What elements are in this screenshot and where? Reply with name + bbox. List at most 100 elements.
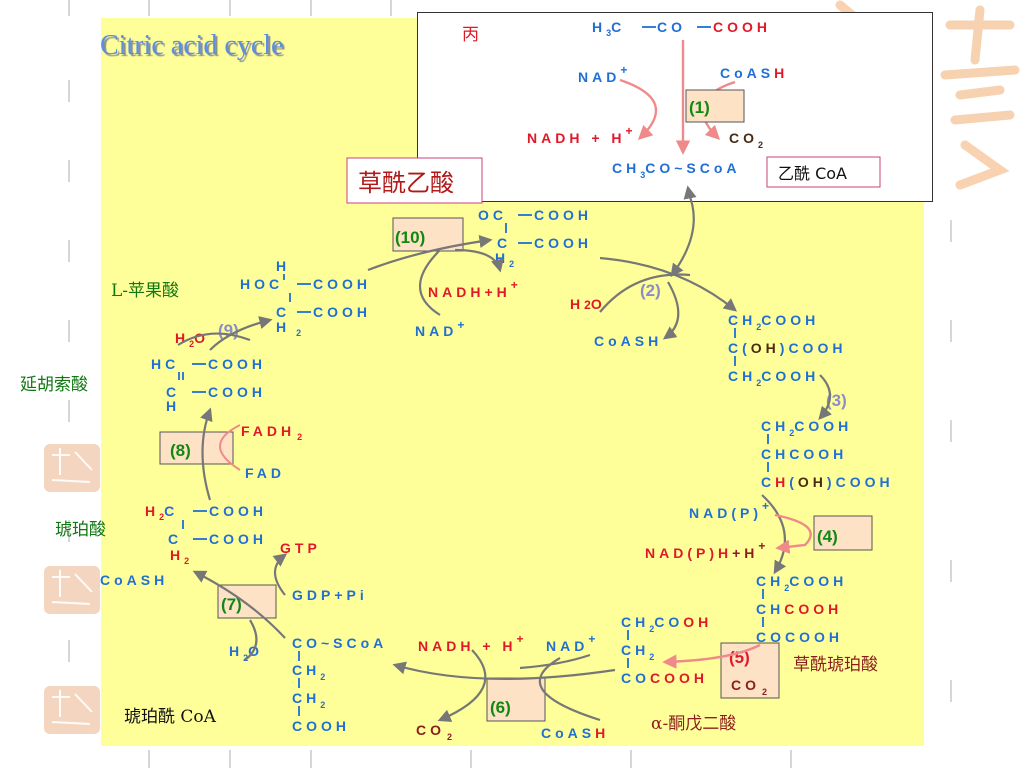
bg-dash	[310, 0, 312, 16]
arrow-fad-fadh2	[219, 424, 241, 471]
h2o-step9: H2O	[175, 330, 209, 349]
bg-dash	[470, 750, 472, 768]
acetyl-coa-formula: CH3CO~SCoA	[612, 160, 741, 180]
arrow-oaa-to-citrate	[599, 256, 738, 312]
fumarate-line2-cooh: COOH	[208, 384, 266, 400]
pyruvate-cooh: COOH	[713, 19, 771, 35]
bg-dash	[148, 0, 150, 16]
bg-dash	[950, 680, 952, 702]
nadh-step6: NADH + H+	[418, 632, 524, 654]
coash-step6: CoASH	[541, 725, 609, 741]
bg-dash	[148, 750, 150, 768]
arrow-h2o-in-7	[244, 619, 258, 661]
fumarate-line2: C	[166, 384, 180, 400]
malate-label: L-苹果酸	[111, 281, 179, 301]
bg-dash	[229, 750, 231, 768]
bg-dash	[68, 320, 70, 342]
bg-dash	[390, 0, 392, 16]
fad: FAD	[245, 465, 285, 481]
citrate-line2: C(OH)COOH	[728, 340, 846, 356]
acetyl-coa-label: 乙酰 CoA	[778, 164, 847, 183]
akg-label: α-酮戊二酸	[651, 714, 736, 734]
arrow-fumarate-to-malate	[209, 316, 273, 351]
oaa-line1-cooh: COOH	[534, 207, 592, 223]
step-box-5	[720, 642, 780, 699]
arrow-gtp-out	[272, 553, 288, 596]
coash-top: CoASH	[720, 65, 788, 81]
co2-top: CO2	[729, 130, 763, 150]
step-8-label: (8)	[170, 441, 191, 460]
oxalosuccinate-label: 草酰琥珀酸	[793, 655, 878, 675]
arrow-nadp-to-nadph	[774, 513, 812, 554]
bg-dash	[68, 0, 70, 16]
arrow-succinate-to-fumarate	[200, 407, 213, 501]
arrow-isocitrate-to-oxalosuccinate	[761, 494, 787, 575]
malate-line1-cooh: COOH	[313, 276, 371, 292]
bg-dash	[229, 0, 231, 16]
oxsucc-line2: CHCOOH	[756, 601, 842, 617]
arrow-nad-in-6	[519, 653, 591, 670]
oxsucc-line1: CH2COOH	[756, 573, 847, 593]
bg-dash	[68, 240, 70, 262]
malate-line0: H	[276, 258, 290, 274]
bg-dash	[68, 80, 70, 102]
step-6-label: (6)	[490, 698, 511, 717]
step-box-4	[813, 515, 873, 551]
akg-line1: CH2COOH	[621, 614, 712, 634]
arrow-malate-to-oaa	[367, 234, 493, 272]
oaa-line1: OC	[478, 207, 507, 223]
gdp-pi: GDP+Pi	[292, 587, 368, 603]
fumarate-line3: H	[166, 398, 180, 414]
succinate-line2: C	[168, 531, 182, 547]
arrow-co2-out	[437, 649, 487, 722]
nadh-top: NADH + H+	[527, 124, 633, 146]
oaa-line3: H2	[495, 250, 514, 269]
bg-dash	[950, 420, 952, 442]
oaa-line2: C	[497, 235, 511, 251]
oxaloacetate-label: 草酰乙酸	[358, 169, 454, 197]
bg-dash	[950, 220, 952, 242]
succoa-line2: CH2	[292, 662, 325, 682]
succoa-line3: CH2	[292, 690, 325, 710]
nad-step10: NAD+	[415, 318, 464, 339]
bg-dash	[310, 750, 312, 768]
nadph: NAD(P)H+H+	[645, 539, 765, 561]
step-box-6	[486, 677, 546, 722]
step-box-1	[685, 89, 745, 123]
pyruvate-co: CO	[657, 19, 686, 35]
arrow-akg-to-succinyl-coa	[392, 661, 616, 680]
nadh-step10: NADH+H+	[428, 278, 518, 300]
step-4-label: (4)	[817, 527, 838, 546]
succinyl-coa-label: 琥珀酰 CoA	[124, 707, 217, 727]
oxaloacetate-label-box	[346, 157, 483, 204]
step-10-label: (10)	[395, 228, 425, 247]
arrow-citrate-to-isocitrate	[818, 374, 832, 420]
pyruvate-formula: H3C	[592, 19, 625, 38]
akg-line3: COCOOH	[621, 670, 708, 686]
isocitrate-line1: CH2COOH	[761, 418, 852, 438]
step-2-label: (2)	[640, 281, 661, 300]
nad-step6: NAD+	[546, 632, 595, 654]
succinate-line1: H2C	[145, 503, 178, 522]
bg-dash	[68, 640, 70, 662]
citrate-line1: CH2COOH	[728, 312, 819, 332]
gtp: GTP	[280, 540, 321, 556]
arrow-head-acetyl	[683, 185, 697, 200]
bg-dash	[790, 750, 792, 768]
succinate-line1-cooh: COOH	[209, 503, 267, 519]
succinate-line3: H2	[170, 547, 189, 566]
arrow-coash-out	[662, 281, 680, 340]
isocitrate-line2: CHCOOH	[761, 446, 847, 462]
arrow-nadh-out-10	[454, 248, 504, 273]
nad-top: NAD+	[578, 63, 627, 85]
succinate-line2-cooh: COOH	[209, 531, 267, 547]
arrow-h2o-in	[599, 273, 691, 313]
akg-line2: CH2	[621, 642, 654, 662]
bg-dash	[68, 160, 70, 182]
succinate-label: 琥珀酸	[55, 520, 106, 540]
succoa-line1: CO~SCoA	[292, 635, 387, 651]
bg-dash	[68, 400, 70, 422]
